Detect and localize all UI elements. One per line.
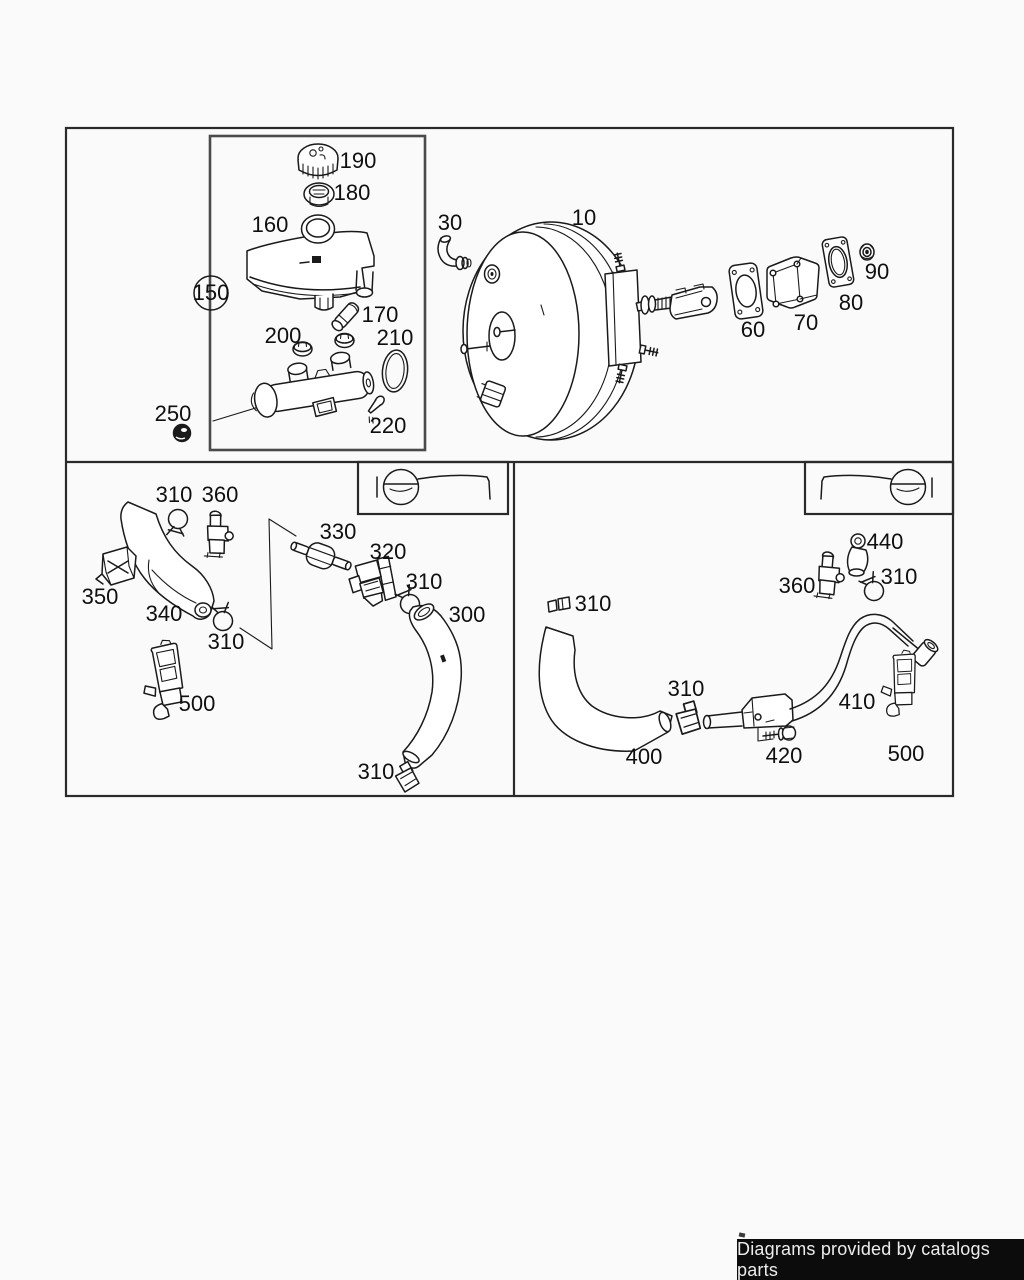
diagram-frames <box>64 126 955 798</box>
label-150-circle <box>193 275 229 311</box>
part-drawing-reservoir-160 <box>246 214 375 311</box>
group-150-box <box>208 134 427 452</box>
valve-360-icon-left <box>201 509 238 563</box>
part-label-300: 300 <box>449 602 486 627</box>
part-drawing-gasket-60 <box>728 262 764 320</box>
part-label-150: 150 <box>193 280 230 305</box>
part-label-310-b: 310 <box>406 569 443 594</box>
part-label-70: 70 <box>794 310 818 335</box>
part-drawing-hose-400 <box>538 626 673 752</box>
pointer-line-330 <box>239 518 297 650</box>
part-drawing-grommets-200 <box>292 332 355 357</box>
part-drawing-master-cylinder <box>250 351 375 418</box>
part-drawing-brake-booster-10 <box>460 221 718 441</box>
part-drawing-o-ring-210 <box>381 349 409 393</box>
part-label-360-right: 360 <box>779 573 816 598</box>
part-label-30: 30 <box>438 210 462 235</box>
part-label-220: 220 <box>370 413 407 438</box>
booster-stud-lower-right <box>638 344 660 358</box>
part-label-400: 400 <box>626 744 663 769</box>
part-label-170: 170 <box>362 302 399 327</box>
part-label-90: 90 <box>865 259 889 284</box>
part-drawing-seal-180 <box>303 182 335 208</box>
screw-head-icon-left <box>376 468 491 506</box>
part-label-310-a: 310 <box>156 482 193 507</box>
part-label-500-right: 500 <box>888 741 925 766</box>
part-label-420: 420 <box>766 743 803 768</box>
part-label-10: 10 <box>572 205 596 230</box>
part-drawing-connector-350 <box>95 546 137 586</box>
part-drawing-pin-220 <box>367 395 385 424</box>
part-label-190: 190 <box>340 148 377 173</box>
part-drawing-hose-440 <box>846 533 869 577</box>
part-label-310-d: 310 <box>358 759 395 784</box>
bolt-420-icon <box>762 725 797 741</box>
clamp-310-icon-top-left <box>165 507 190 538</box>
part-drawing-bushing-170 <box>331 302 360 332</box>
part-label-160: 160 <box>252 212 289 237</box>
part-label-310-f: 310 <box>881 564 918 589</box>
part-drawing-elbow-fitting-30 <box>437 235 472 271</box>
part-label-350: 350 <box>82 584 119 609</box>
part-drawing-pipe-410 <box>789 613 939 722</box>
part-drawing-check-valve-330 <box>290 541 352 571</box>
clamp-310-icon-mid-left <box>209 601 236 634</box>
valve-360-icon-right <box>811 550 851 604</box>
part-label-440: 440 <box>867 529 904 554</box>
part-labels: 150 190 180 160 170 200 210 220 250 30 1… <box>82 148 925 784</box>
part-label-500-left: 500 <box>179 691 216 716</box>
inset-box-left <box>356 460 510 516</box>
part-drawing-valve-320 <box>348 555 397 607</box>
part-drawing-hose-300 <box>402 603 463 769</box>
part-drawing-reservoir-cap-190 <box>297 143 339 180</box>
part-drawing-nut-90 <box>859 243 875 261</box>
part-drawing-nut-250 <box>172 423 192 443</box>
part-label-200: 200 <box>265 323 302 348</box>
part-label-310-e: 310 <box>575 591 612 616</box>
bracket-500-icon-right <box>878 648 918 719</box>
part-drawing-gasket-80 <box>821 236 855 288</box>
part-label-210: 210 <box>377 325 414 350</box>
part-drawing-clamp-310-flat <box>547 596 571 613</box>
part-drawing-connector-420 <box>702 693 797 742</box>
part-label-360-left: 360 <box>202 482 239 507</box>
part-label-330: 330 <box>320 519 357 544</box>
part-label-60: 60 <box>741 317 765 342</box>
part-label-310-c: 310 <box>208 629 245 654</box>
part-label-80: 80 <box>839 290 863 315</box>
screw-head-icon-right <box>820 468 933 506</box>
watermark-banner: Diagrams provided by catalogs parts <box>737 1239 1024 1280</box>
part-label-410: 410 <box>839 689 876 714</box>
part-label-250: 250 <box>155 401 192 426</box>
part-label-340: 340 <box>146 601 183 626</box>
clamp-310-icon-middle <box>674 699 702 736</box>
part-drawing-spacer-70 <box>766 256 820 309</box>
part-label-180: 180 <box>334 180 371 205</box>
part-label-310-g: 310 <box>668 676 705 701</box>
inset-box-right <box>803 460 955 516</box>
part-label-320: 320 <box>370 539 407 564</box>
part-drawing-hose-340 <box>120 501 215 620</box>
